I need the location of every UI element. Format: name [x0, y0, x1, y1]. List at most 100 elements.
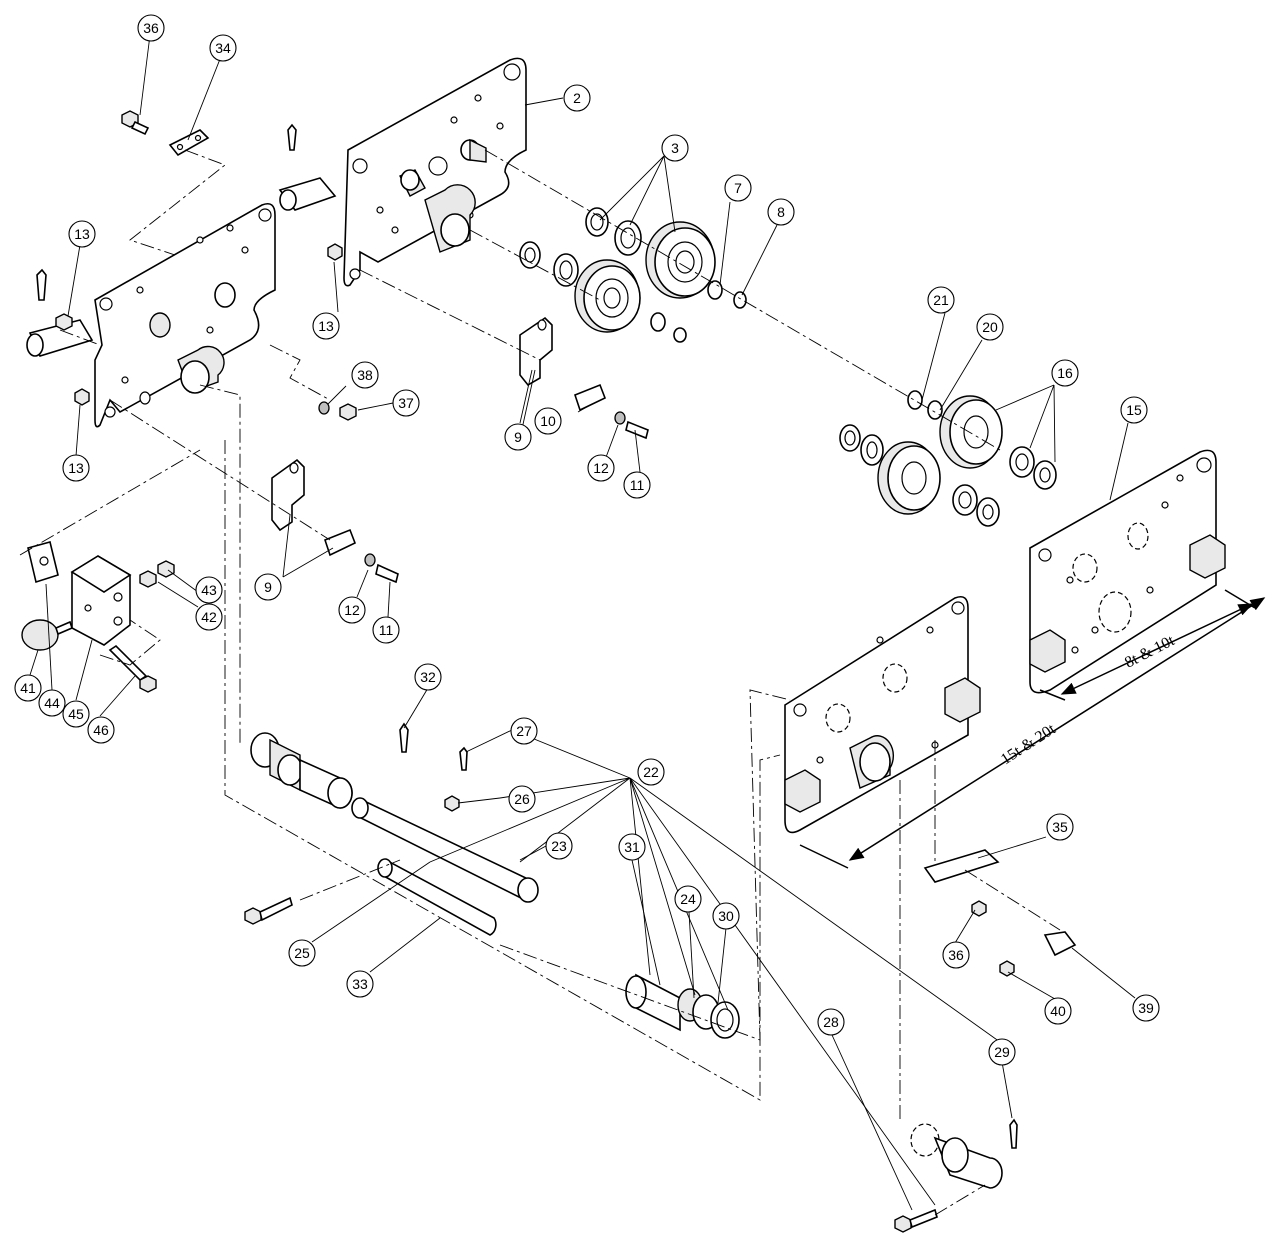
callout-30: 30: [712, 902, 740, 930]
svg-text:36: 36: [143, 20, 159, 36]
callout-46: 46: [87, 716, 115, 744]
svg-text:16: 16: [1057, 365, 1073, 381]
svg-text:12: 12: [593, 460, 609, 476]
callout-2: 2: [563, 84, 591, 112]
svg-text:13: 13: [74, 226, 90, 242]
callout-12a: 12: [587, 454, 615, 482]
callout-38: 38: [351, 361, 379, 389]
callout-9a: 9: [504, 423, 532, 451]
callout-16: 16: [1051, 359, 1079, 387]
svg-text:25: 25: [294, 945, 310, 961]
side-plate-lower: [94, 202, 276, 428]
callout-32: 32: [414, 663, 442, 691]
callout-45: 45: [62, 700, 90, 728]
callout-10: 10: [534, 407, 562, 435]
svg-text:35: 35: [1052, 819, 1068, 835]
callout-20: 20: [976, 313, 1004, 341]
callout-42: 42: [195, 603, 223, 631]
svg-text:38: 38: [357, 367, 373, 383]
svg-text:7: 7: [734, 180, 742, 196]
svg-text:11: 11: [379, 622, 394, 638]
svg-text:28: 28: [823, 1014, 839, 1030]
callout-13a: 13: [68, 220, 96, 248]
svg-text:44: 44: [44, 695, 60, 711]
svg-text:27: 27: [516, 723, 532, 739]
callout-31: 31: [618, 833, 646, 861]
callout-33: 33: [346, 970, 374, 998]
callout-11a: 11: [623, 471, 651, 499]
roller-assembly: [839, 390, 1057, 527]
leader-lines: [29, 34, 1136, 1211]
svg-text:13: 13: [68, 460, 84, 476]
svg-text:3: 3: [671, 140, 679, 156]
svg-text:31: 31: [624, 839, 640, 855]
callout-44: 44: [38, 689, 66, 717]
svg-text:9: 9: [264, 579, 272, 595]
svg-text:41: 41: [20, 680, 36, 696]
side-plate-upper: [343, 57, 527, 287]
callout-40: 40: [1044, 997, 1072, 1025]
dimension-label-large: 15t & 20t: [998, 720, 1059, 768]
callout-39: 39: [1132, 994, 1160, 1022]
shaft-assembly: [250, 732, 1003, 1189]
callout-28: 28: [817, 1008, 845, 1036]
svg-text:24: 24: [680, 891, 696, 907]
svg-text:29: 29: [994, 1044, 1010, 1060]
svg-text:34: 34: [215, 40, 231, 56]
svg-text:8: 8: [777, 204, 785, 220]
callout-27: 27: [510, 717, 538, 745]
svg-text:2: 2: [573, 90, 581, 106]
callout-8: 8: [767, 198, 795, 226]
callout-26: 26: [508, 785, 536, 813]
callout-25: 25: [288, 939, 316, 967]
callout-36b: 36: [942, 941, 970, 969]
svg-text:13: 13: [318, 318, 334, 334]
svg-text:39: 39: [1138, 1000, 1154, 1016]
callout-21: 21: [927, 286, 955, 314]
svg-text:36: 36: [948, 947, 964, 963]
bracket-34: [121, 110, 210, 157]
svg-text:33: 33: [352, 976, 368, 992]
callout-37: 37: [392, 389, 420, 417]
callout-3: 3: [661, 134, 689, 162]
pins-upper-left: [26, 123, 343, 406]
svg-text:37: 37: [398, 395, 414, 411]
svg-text:26: 26: [514, 791, 530, 807]
clamp-lower: [271, 458, 399, 584]
svg-text:32: 32: [420, 669, 436, 685]
callout-43: 43: [195, 576, 223, 604]
callout-41: 41: [14, 674, 42, 702]
callout-9b: 9: [254, 573, 282, 601]
svg-text:23: 23: [551, 838, 567, 854]
gear-assembly-upper: [519, 207, 747, 343]
callout-12b: 12: [338, 596, 366, 624]
svg-text:11: 11: [630, 477, 645, 493]
callout-36a: 36: [137, 14, 165, 42]
svg-text:40: 40: [1050, 1003, 1066, 1019]
callout-13c: 13: [62, 454, 90, 482]
svg-text:10: 10: [540, 413, 556, 429]
callout-34: 34: [209, 34, 237, 62]
svg-text:45: 45: [68, 706, 84, 722]
callout-7: 7: [724, 174, 752, 202]
svg-text:12: 12: [344, 602, 360, 618]
callout-29: 29: [988, 1038, 1016, 1066]
callout-24: 24: [674, 885, 702, 913]
block-assembly: [21, 541, 175, 693]
svg-text:30: 30: [718, 908, 734, 924]
svg-text:9: 9: [514, 429, 522, 445]
callout-23: 23: [545, 832, 573, 860]
callout-13b: 13: [312, 312, 340, 340]
callout-22: 22: [637, 758, 665, 786]
svg-text:21: 21: [933, 292, 949, 308]
svg-text:43: 43: [201, 582, 217, 598]
svg-text:20: 20: [982, 319, 998, 335]
svg-text:15: 15: [1126, 402, 1142, 418]
callout-11b: 11: [372, 616, 400, 644]
svg-text:46: 46: [93, 722, 109, 738]
svg-text:22: 22: [643, 764, 659, 780]
callout-35: 35: [1046, 813, 1074, 841]
svg-text:42: 42: [201, 609, 217, 625]
callout-15: 15: [1120, 396, 1148, 424]
